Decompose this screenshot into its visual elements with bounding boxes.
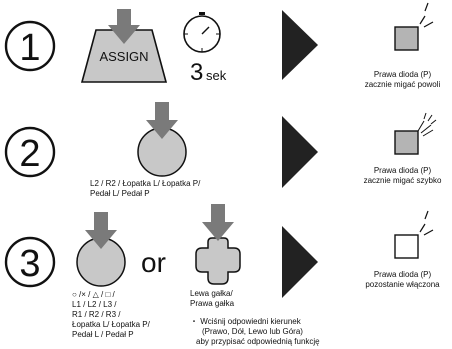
step-3-led	[394, 210, 434, 259]
svg-text:2: 2	[19, 133, 40, 175]
stick-caption: Lewa gałka/ Prawa gałka	[190, 289, 235, 308]
svg-text:1: 1	[19, 27, 40, 69]
step-2-result: Prawa dioda (P) zacznie migać szybko	[363, 166, 442, 185]
step-1-down-arrow	[108, 9, 140, 44]
stick-direction-note: ・ Wciśnij odpowiedni kierunek (Prawo, Dó…	[190, 317, 320, 346]
step-1-led	[394, 2, 434, 51]
step-2-button-caption: L2 / R2 / Łopatka L/ Łopatka P/ Pedał L/…	[90, 179, 201, 198]
stick-cross-icon	[195, 237, 241, 285]
step-3: 3 or	[4, 204, 434, 298]
step-2: 2	[4, 102, 437, 188]
step-3-pointer	[282, 226, 318, 298]
assign-button: ASSIGN	[80, 29, 168, 83]
svg-text:3: 3	[19, 243, 40, 285]
timer-value: 3	[190, 59, 203, 86]
step-3-button-arrow	[85, 212, 117, 249]
timer-unit: sek	[206, 68, 227, 83]
step-1: 1 ASSIGN 3 sek	[4, 2, 434, 86]
step-3-result: Prawa dioda (P) pozostanie włączona	[365, 270, 440, 289]
or-label: or	[141, 247, 166, 278]
step-3-button-caption: ○ /× / △ / □ / L1 / L2 / L3 / R1 / R2 / …	[72, 290, 150, 339]
step-1-number: 1	[4, 20, 56, 72]
step-2-number: 2	[4, 126, 56, 178]
step-2-pointer	[282, 116, 318, 188]
stick-down-arrow	[202, 204, 234, 241]
step-2-down-arrow	[146, 102, 178, 139]
step-2-led	[394, 112, 437, 155]
assign-button-label: ASSIGN	[99, 49, 148, 64]
stopwatch-icon	[183, 12, 221, 53]
step-1-pointer	[282, 10, 318, 80]
step-3-number: 3	[4, 236, 56, 288]
step-1-result: Prawa dioda (P) zacznie migać powoli	[364, 70, 441, 89]
